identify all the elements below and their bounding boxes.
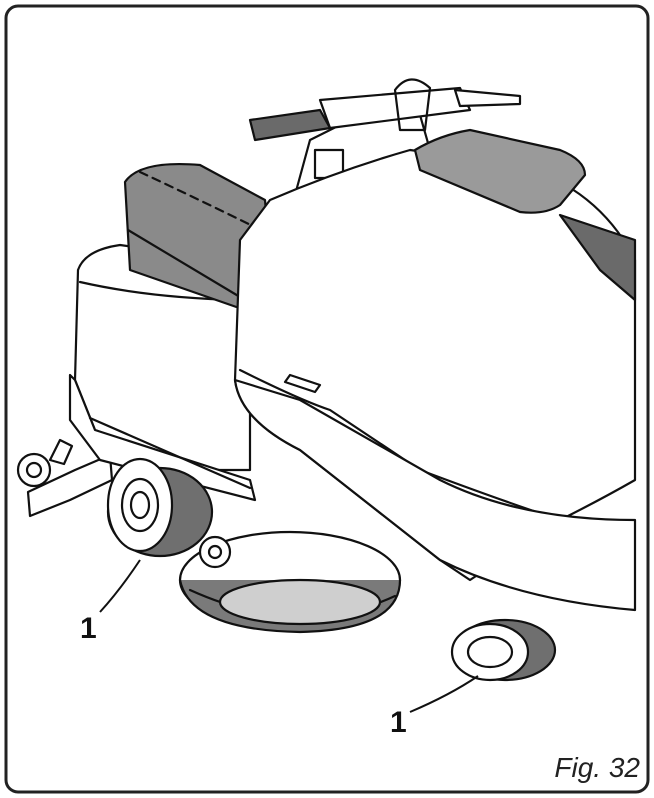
top-access-panel (413, 128, 587, 214)
callout-leader-right (409, 675, 479, 713)
callout-number-left-wheel: 1 (80, 612, 97, 645)
right-wheel (450, 618, 557, 682)
scrubber-machine-illustration (16, 78, 637, 682)
callout-number-right-wheel: 1 (390, 706, 407, 739)
figure-label: Fig. 32 (554, 752, 640, 783)
callout-leader-left (99, 559, 141, 613)
left-wheel (106, 457, 214, 558)
